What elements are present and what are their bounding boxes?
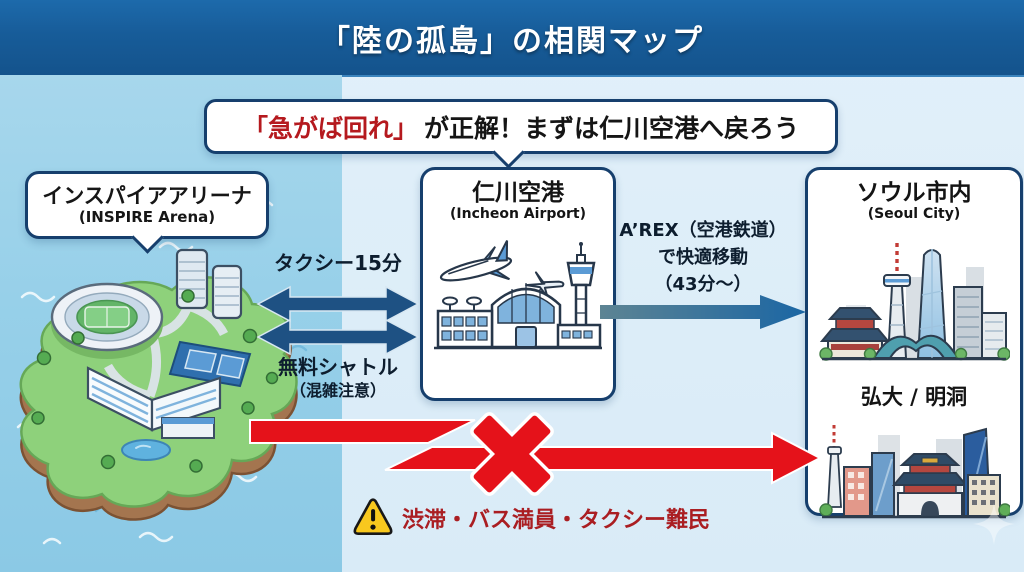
seoul-skyline-illustration bbox=[819, 243, 1011, 361]
sungnyemun-gate-icon bbox=[891, 453, 969, 517]
small-tower-icon bbox=[827, 425, 842, 508]
shuttle-double-arrow bbox=[256, 318, 420, 356]
node-incheon-airport: 仁川空港 (Incheon Airport) bbox=[420, 167, 616, 401]
page-title: 「陸の孤島」の相関マップ bbox=[320, 23, 704, 59]
seoul-subtitle: (Seoul City) bbox=[867, 206, 961, 222]
callout-text: が正解！まずは仁川空港へ戻ろう bbox=[424, 113, 800, 143]
shuttle-route-label: 無料シャトル bbox=[278, 355, 398, 379]
arex-line2: で快適移動 bbox=[658, 247, 748, 268]
shuttle-route-note: （混雑注意） bbox=[289, 381, 386, 400]
hotel-buildings bbox=[86, 366, 222, 439]
small-airplane-icon bbox=[525, 271, 565, 299]
taxi-double-arrow bbox=[256, 285, 420, 323]
island-illustration bbox=[19, 248, 298, 521]
airplane-icon bbox=[439, 240, 513, 282]
pond bbox=[121, 439, 171, 461]
arex-arrow bbox=[600, 295, 806, 329]
blocked-route-arrow bbox=[249, 412, 823, 496]
arex-line3: （43分〜） bbox=[654, 274, 752, 295]
seoul-title: ソウル市内 bbox=[856, 180, 972, 206]
warning-triangle-icon bbox=[353, 498, 393, 535]
arex-line1: A’REX（空港鉄道） bbox=[619, 220, 787, 241]
sparkle-icon bbox=[973, 503, 1015, 545]
arena-title: インスパイアアリーナ bbox=[42, 184, 252, 208]
airport-side-building bbox=[556, 323, 602, 349]
tennis-courts bbox=[168, 340, 252, 388]
arena-stadium bbox=[50, 282, 164, 359]
airport-subtitle: (Incheon Airport) bbox=[450, 206, 586, 222]
bushes bbox=[819, 347, 1011, 361]
taxi-route-label: タクシー15分 bbox=[274, 251, 402, 275]
terminal-building bbox=[490, 283, 562, 349]
warning-text: 渋滞・バス満員・タクシー難民 bbox=[402, 508, 711, 533]
callout-bubble: 「急がば回れ」 が正解！まずは仁川空港へ戻ろう bbox=[204, 99, 838, 169]
airport-illustration bbox=[434, 240, 602, 350]
seoul-district-label: 弘大 / 明洞 bbox=[860, 385, 968, 409]
node-inspire-arena: インスパイアアリーナ (INSPIRE Arena) bbox=[25, 171, 269, 254]
callout-highlight: 「急がば回れ」 bbox=[242, 113, 418, 143]
airport-title: 仁川空港 bbox=[472, 180, 564, 206]
city-buildings bbox=[953, 286, 1007, 359]
arena-subtitle: (INSPIRE Arena) bbox=[78, 208, 216, 226]
hongdae-myeongdong-illustration bbox=[819, 425, 1012, 519]
control-tower bbox=[566, 242, 596, 349]
beige-building bbox=[967, 474, 1001, 517]
trees-group bbox=[31, 289, 279, 473]
island-roads bbox=[104, 301, 229, 401]
terminal-wing bbox=[436, 296, 494, 349]
arex-route-label: A’REX（空港鉄道） で快適移動 （43分〜） bbox=[599, 217, 807, 298]
x-cross-icon bbox=[470, 412, 554, 496]
header-bar: 「陸の孤島」の相関マップ bbox=[0, 0, 1024, 77]
node-seoul-city: ソウル市内 (Seoul City) bbox=[805, 167, 1023, 519]
red-building bbox=[843, 466, 871, 517]
